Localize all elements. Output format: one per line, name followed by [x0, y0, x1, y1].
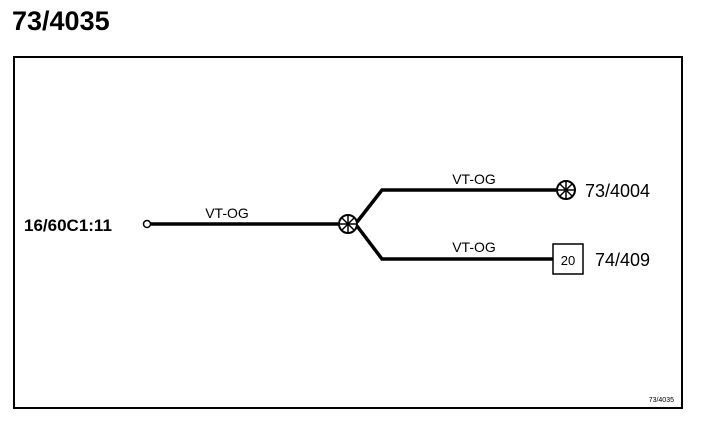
- splice-node-icon: [338, 214, 358, 234]
- diagram-frame: [13, 56, 683, 409]
- branch-target-upper: 73/4004: [585, 181, 650, 201]
- connector-box: [552, 243, 584, 275]
- branch-target-lower: 74/409: [595, 250, 650, 270]
- branch-wire-upper: [355, 188, 556, 224]
- corner-reference: 73/4035: [649, 397, 674, 404]
- splice-icon: [556, 180, 576, 200]
- branch-wire-label-lower: VT-OG: [452, 239, 496, 255]
- source-terminal-icon: [142, 219, 152, 229]
- connector-box-label: 20: [561, 253, 575, 268]
- source-connector-label: 16/60C1:11: [24, 216, 112, 235]
- branch-wire-label-upper: VT-OG: [452, 171, 496, 187]
- branch-wire-lower: [355, 224, 553, 261]
- page-title: 73/4035: [12, 6, 110, 36]
- main-wire-label: VT-OG: [205, 205, 249, 221]
